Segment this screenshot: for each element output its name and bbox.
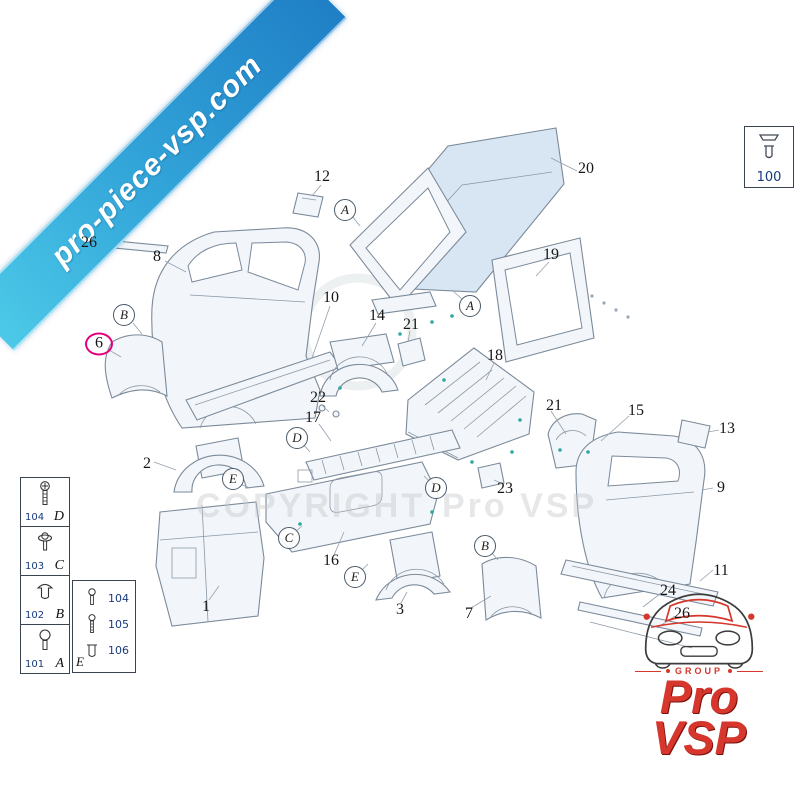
part-floor-crossmember <box>305 429 461 481</box>
callout-leader-lines <box>98 157 720 629</box>
fastener-legend-top-right: 100 <box>744 126 794 188</box>
part-number-callout-18[interactable]: 18 <box>487 347 503 364</box>
part-number-callout-7[interactable]: 7 <box>465 605 473 622</box>
part-wheel-arch-rear-lower <box>375 531 451 601</box>
part-number-callout-17[interactable]: 17 <box>305 409 321 426</box>
fastener-dots <box>298 314 590 526</box>
part-rocker-sill-right <box>560 559 719 607</box>
part-number-callout-2[interactable]: 2 <box>143 455 151 472</box>
part-front-structure <box>155 501 265 627</box>
part-number-callout-20[interactable]: 20 <box>578 160 594 177</box>
legend-letter: A <box>55 656 64 671</box>
push-clip-icon <box>36 583 54 600</box>
legend-box-b: 102 B <box>20 575 70 625</box>
legend-part-number: 105 <box>108 617 129 631</box>
part-number-callout-8[interactable]: 8 <box>153 248 161 265</box>
legend-box-a: 101 A <box>20 624 70 674</box>
legend-letter: D <box>53 509 64 524</box>
legend-part-number: 103 <box>25 561 45 572</box>
part-wheel-arch-liner-front <box>173 437 265 493</box>
legend-part-number: 106 <box>108 643 129 657</box>
part-windshield-frame <box>349 167 467 315</box>
logo-brand-line2: VSP <box>651 711 747 765</box>
legend-part-number: 101 <box>25 659 45 670</box>
part-small-plate-12 <box>292 192 324 218</box>
legend-part-number: 104 <box>25 512 45 523</box>
part-number-callout-19[interactable]: 19 <box>543 246 559 263</box>
logo-dot-right <box>728 669 732 673</box>
part-front-fender-right <box>481 556 542 621</box>
part-number-callout-16[interactable]: 16 <box>323 552 339 569</box>
expander-plug-icon <box>87 644 97 657</box>
part-number-callout-26[interactable]: 26 <box>674 605 690 622</box>
part-number-callout-13[interactable]: 13 <box>719 420 735 437</box>
part-number-callout-21[interactable]: 21 <box>403 316 419 333</box>
part-number-callout-22[interactable]: 22 <box>310 389 326 406</box>
washer-screw-icon <box>37 532 53 551</box>
fastener-letter-callout-C[interactable]: C <box>278 527 300 549</box>
legend-part-number: 102 <box>25 610 45 621</box>
fastener-legend-bottom-left: 104 D 103 C 102 B 101 A <box>20 477 70 674</box>
rivet-icon <box>39 629 51 650</box>
logo-group-row: GROUP <box>616 666 782 676</box>
part-bracket-21-center <box>397 337 426 367</box>
fastener-letter-callout-E[interactable]: E <box>344 566 366 588</box>
logo-line-right <box>737 670 763 672</box>
part-clips-22 <box>318 404 340 418</box>
part-underbody-tray <box>265 461 439 553</box>
legend-part-number: 104 <box>108 591 129 605</box>
legend-letter: B <box>55 607 64 622</box>
logo-brand-line1: Pro <box>659 670 739 723</box>
part-number-callout-23[interactable]: 23 <box>497 480 513 497</box>
legend-row: 104 <box>85 585 129 611</box>
fastener-letter-callout-D[interactable]: D <box>286 427 308 449</box>
legend-box-c: 103 C <box>20 526 70 576</box>
logo-car-sketch <box>643 593 755 669</box>
part-number-callout-14[interactable]: 14 <box>369 307 385 324</box>
part-number-callout-11[interactable]: 11 <box>713 562 729 579</box>
part-number-callout-9[interactable]: 9 <box>717 479 725 496</box>
legend-row: 106 <box>85 637 129 663</box>
legend-row: 105 <box>85 611 129 637</box>
fastener-letter-callout-A[interactable]: A <box>334 199 356 221</box>
part-number-callout-24[interactable]: 24 <box>660 582 676 599</box>
part-small-plate-13 <box>677 419 711 449</box>
legend-letter: C <box>54 558 64 573</box>
part-number-callout-3[interactable]: 3 <box>396 601 404 618</box>
fastener-letter-callout-B[interactable]: B <box>113 304 135 326</box>
legend-part-number: 100 <box>756 170 782 185</box>
logo-line-left <box>634 670 661 672</box>
fastener-letter-callout-A[interactable]: A <box>459 295 481 317</box>
fastener-legend-multi-box: 104 105 106 E <box>72 580 136 673</box>
long-screw-icon <box>40 481 50 505</box>
clip-fastener-icon <box>758 134 780 159</box>
part-wheel-arch-center <box>319 333 399 397</box>
fastener-letter-callout-D[interactable]: D <box>425 477 447 499</box>
provsp-logo: GROUP Pro VSP <box>616 574 782 765</box>
fastener-letter-callout-B[interactable]: B <box>474 535 496 557</box>
part-number-callout-12[interactable]: 12 <box>314 168 330 185</box>
part-number-callout-10[interactable]: 10 <box>323 289 339 306</box>
part-number-callout-21[interactable]: 21 <box>546 397 562 414</box>
legend-letter: E <box>76 654 84 669</box>
logo-dot-left <box>665 669 670 673</box>
part-rear-frame <box>491 237 630 363</box>
part-number-callout-1[interactable]: 1 <box>202 598 210 615</box>
fastener-letter-callout-E[interactable]: E <box>222 468 244 490</box>
part-rear-floor-panel <box>405 347 535 461</box>
legend-box-d: 104 D <box>20 477 70 527</box>
logo-group-label: GROUP <box>674 666 723 676</box>
long-screw-icon <box>88 614 96 633</box>
part-right-body-side <box>575 431 706 599</box>
part-front-fender-left <box>104 334 168 399</box>
short-screw-icon <box>88 588 96 605</box>
part-number-callout-26[interactable]: 26 <box>81 234 97 251</box>
part-number-callout-15[interactable]: 15 <box>628 402 644 419</box>
part-number-callout-6[interactable]: 6 <box>85 332 113 356</box>
